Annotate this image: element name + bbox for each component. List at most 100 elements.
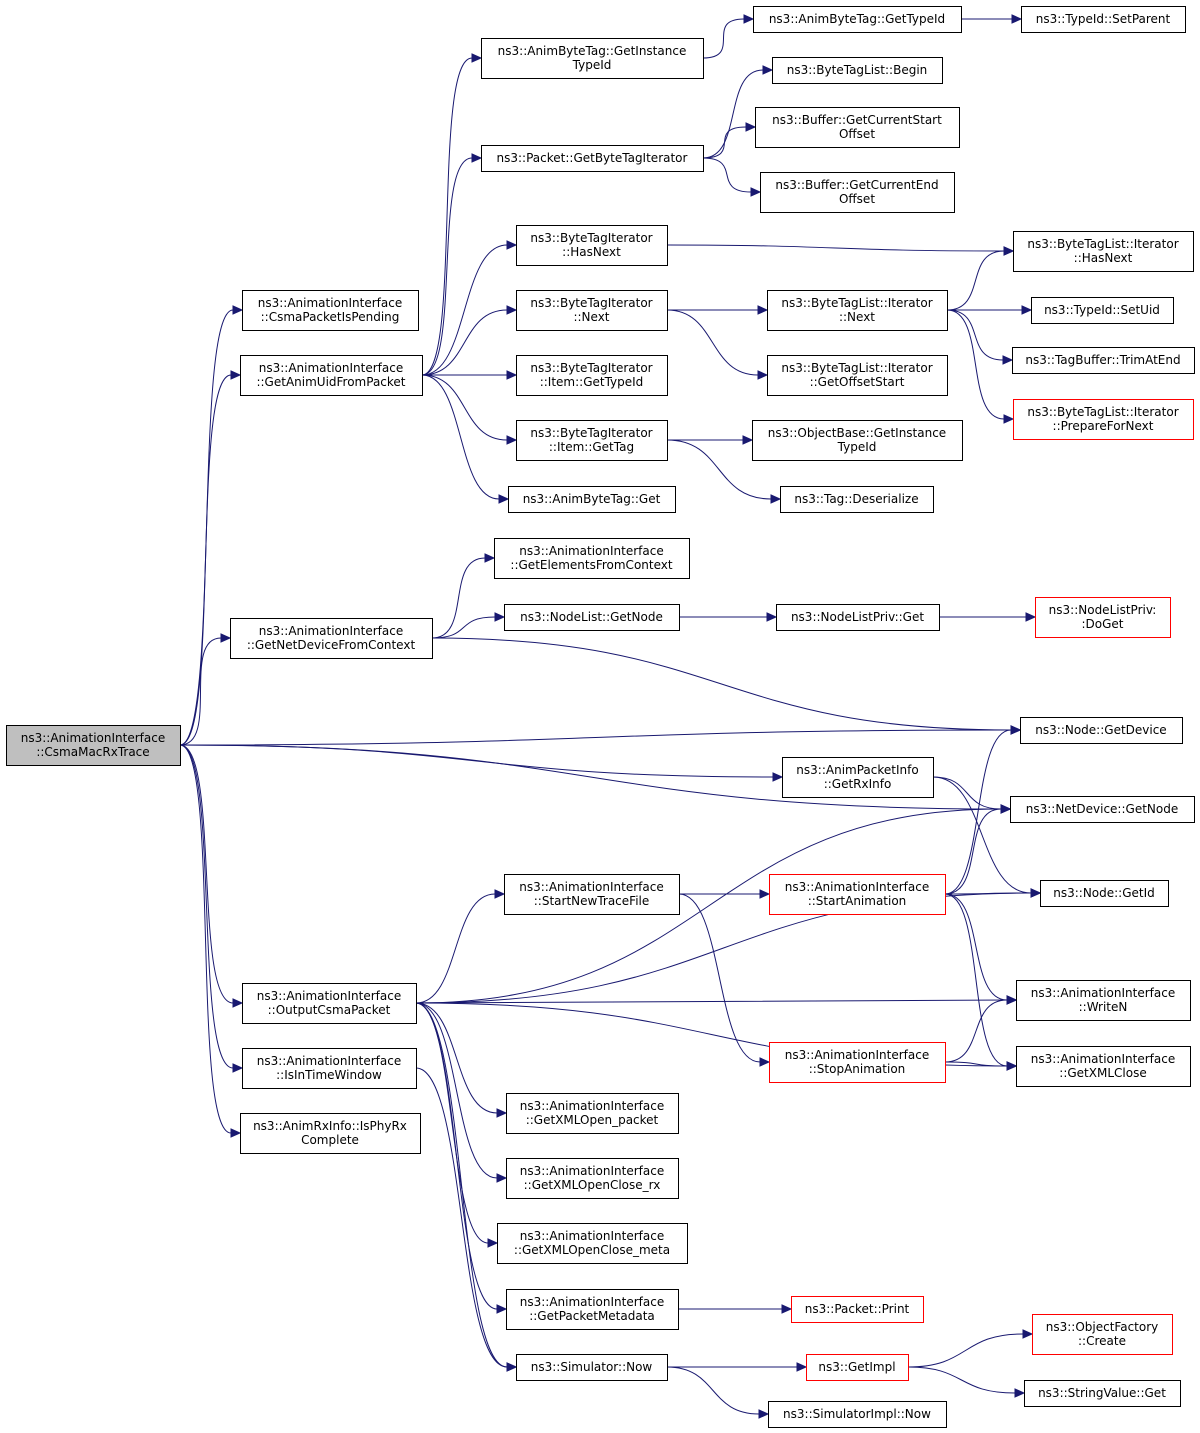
edge-arrowhead <box>496 1108 508 1118</box>
edge-arrowhead <box>1010 725 1022 735</box>
node-node-list-get[interactable]: ns3::NodeList::GetNode <box>504 604 680 631</box>
node-label: ::Item::GetTag <box>549 440 634 454</box>
edge-get-anim-uid-to-bti-item-type <box>422 370 518 380</box>
edge-get-anim-uid-to-bti-has-next <box>421 240 518 376</box>
node-write-n[interactable]: ns3::AnimationInterface::WriteN <box>1016 980 1191 1021</box>
node-label: ns3::ByteTagIterator <box>530 231 652 245</box>
edge-arrowhead <box>1025 612 1037 622</box>
node-box <box>806 1354 909 1381</box>
edge-line <box>415 808 1002 1004</box>
node-anim-tag-type-id[interactable]: ns3::AnimByteTag::GetTypeId <box>753 6 962 33</box>
node-type-set-uid[interactable]: ns3::TypeId::SetUid <box>1031 297 1174 324</box>
node-box <box>506 1289 679 1330</box>
node-label: ns3::AnimByteTag::GetInstance <box>498 44 687 58</box>
node-start-new[interactable]: ns3::AnimationInterface::StartNewTraceFi… <box>504 874 680 915</box>
node-nl-priv-do-get[interactable]: ns3::NodeListPriv::DoGet <box>1035 597 1171 638</box>
edge-line <box>944 892 1032 895</box>
edge-bti-next-to-btl-it-offset <box>666 309 769 380</box>
node-label: ns3::AnimationInterface <box>520 1295 664 1309</box>
edge-line <box>431 616 496 639</box>
node-get-impl[interactable]: ns3::GetImpl <box>806 1354 909 1381</box>
node-xml-open-pkt[interactable]: ns3::AnimationInterface::GetXMLOpen_pack… <box>506 1093 679 1134</box>
nodes-layer: ns3::AnimationInterface::CsmaMacRxTracen… <box>6 6 1195 1428</box>
node-csma-pending[interactable]: ns3::AnimationInterface::CsmaPacketIsPen… <box>242 290 419 331</box>
node-label: ns3::AnimationInterface <box>520 1229 664 1243</box>
node-label: ns3::NodeListPriv::Get <box>791 610 924 624</box>
node-nl-priv-get[interactable]: ns3::NodeListPriv::Get <box>776 604 940 631</box>
node-tag-deser[interactable]: ns3::Tag::Deserialize <box>780 486 934 513</box>
node-label: ns3::ByteTagIterator <box>530 361 652 375</box>
node-label: ns3::ObjectFactory <box>1046 1320 1159 1334</box>
node-str-val-get[interactable]: ns3::StringValue::Get <box>1024 1380 1181 1407</box>
node-sim-impl-now[interactable]: ns3::SimulatorImpl::Now <box>768 1401 947 1428</box>
node-start-anim[interactable]: ns3::AnimationInterface::StartAnimation <box>769 874 946 915</box>
node-box <box>494 538 690 579</box>
node-anim-tag-get[interactable]: ns3::AnimByteTag::Get <box>508 486 676 513</box>
edge-arrowhead <box>232 305 244 315</box>
node-btl-begin[interactable]: ns3::ByteTagList::Begin <box>772 57 943 84</box>
node-box <box>1016 980 1191 1021</box>
edge-pkt-get-bti-to-buf-end <box>702 157 762 197</box>
node-label: ns3::ObjectBase::GetInstance <box>768 426 946 440</box>
node-xml-ocmeta[interactable]: ns3::AnimationInterface::GetXMLOpenClose… <box>497 1223 688 1264</box>
node-get-anim-uid[interactable]: ns3::AnimationInterface::GetAnimUidFromP… <box>240 355 423 396</box>
node-pkt-meta[interactable]: ns3::AnimationInterface::GetPacketMetada… <box>506 1289 679 1330</box>
node-pkt-print[interactable]: ns3::Packet::Print <box>791 1296 924 1323</box>
node-box <box>506 1093 679 1134</box>
node-obj-fact-create[interactable]: ns3::ObjectFactory::Create <box>1032 1314 1173 1355</box>
node-bti-item-tag[interactable]: ns3::ByteTagIterator::Item::GetTag <box>516 420 668 461</box>
node-pkt-get-bti[interactable]: ns3::Packet::GetByteTagIterator <box>481 145 704 172</box>
node-box <box>516 420 668 461</box>
node-label: ns3::AnimationInterface <box>1031 986 1175 1000</box>
node-node-get-dev[interactable]: ns3::Node::GetDevice <box>1020 717 1183 744</box>
edge-out-csma-to-start-new <box>415 889 506 1004</box>
node-xml-ocrx[interactable]: ns3::AnimationInterface::GetXMLOpenClose… <box>506 1158 679 1199</box>
node-get-net-dev[interactable]: ns3::AnimationInterface::GetNetDeviceFro… <box>230 618 433 659</box>
node-box <box>1024 1380 1181 1407</box>
node-btl-it-next[interactable]: ns3::ByteTagList::Iterator::Next <box>767 290 948 331</box>
node-box <box>782 757 934 798</box>
node-label: ::HasNext <box>1074 251 1133 265</box>
node-label: ns3::AnimPacketInfo <box>796 763 918 777</box>
node-box <box>1013 231 1194 272</box>
node-sim-now[interactable]: ns3::Simulator::Now <box>516 1354 668 1381</box>
edge-arrowhead <box>484 553 496 563</box>
node-root[interactable]: ns3::AnimationInterface::CsmaMacRxTrace <box>6 725 181 766</box>
node-btl-it-offset[interactable]: ns3::ByteTagList::Iterator::GetOffsetSta… <box>767 355 948 396</box>
node-box <box>780 486 934 513</box>
node-tag-buf-trim[interactable]: ns3::TagBuffer::TrimAtEnd <box>1012 347 1195 374</box>
node-label: ::StartNewTraceFile <box>534 894 650 908</box>
node-btl-it-has-next[interactable]: ns3::ByteTagList::Iterator::HasNext <box>1013 231 1194 272</box>
node-box <box>1032 1314 1173 1355</box>
node-bti-item-type[interactable]: ns3::ByteTagIterator::Item::GetTypeId <box>516 355 668 396</box>
node-pkt-info-rx[interactable]: ns3::AnimPacketInfo::GetRxInfo <box>782 757 934 798</box>
node-label: ns3::TypeId::SetUid <box>1044 303 1160 317</box>
node-btl-it-prep[interactable]: ns3::ByteTagList::Iterator::PrepareForNe… <box>1013 399 1194 440</box>
edge-line <box>907 1333 1024 1368</box>
node-type-set-parent[interactable]: ns3::TypeId::SetParent <box>1021 6 1186 33</box>
node-box <box>1035 597 1171 638</box>
edge-arrowhead <box>1030 888 1042 898</box>
node-bti-next[interactable]: ns3::ByteTagIterator::Next <box>516 290 668 331</box>
node-stop-anim[interactable]: ns3::AnimationInterface::StopAnimation <box>769 1042 946 1083</box>
node-in-time-win[interactable]: ns3::AnimationInterface::IsInTimeWindow <box>242 1048 417 1089</box>
node-get-elems[interactable]: ns3::AnimationInterface::GetElementsFrom… <box>494 538 690 579</box>
edge-arrowhead <box>232 998 244 1008</box>
edge-get-anim-uid-to-anim-tag-inst <box>421 53 483 376</box>
edge-arrowhead <box>230 1128 242 1138</box>
node-out-csma[interactable]: ns3::AnimationInterface::OutputCsmaPacke… <box>242 983 417 1024</box>
node-node-get-id[interactable]: ns3::Node::GetId <box>1040 880 1169 907</box>
node-box <box>516 225 668 266</box>
edge-sim-now-to-sim-impl-now <box>666 1366 770 1419</box>
node-xml-close[interactable]: ns3::AnimationInterface::GetXMLClose <box>1016 1046 1191 1087</box>
node-bti-has-next[interactable]: ns3::ByteTagIterator::HasNext <box>516 225 668 266</box>
node-net-dev-get-node[interactable]: ns3::NetDevice::GetNode <box>1010 796 1195 823</box>
node-label: ::GetOffsetStart <box>810 375 905 389</box>
edge-line <box>415 1002 508 1368</box>
node-label: ::CsmaPacketIsPending <box>261 310 400 324</box>
